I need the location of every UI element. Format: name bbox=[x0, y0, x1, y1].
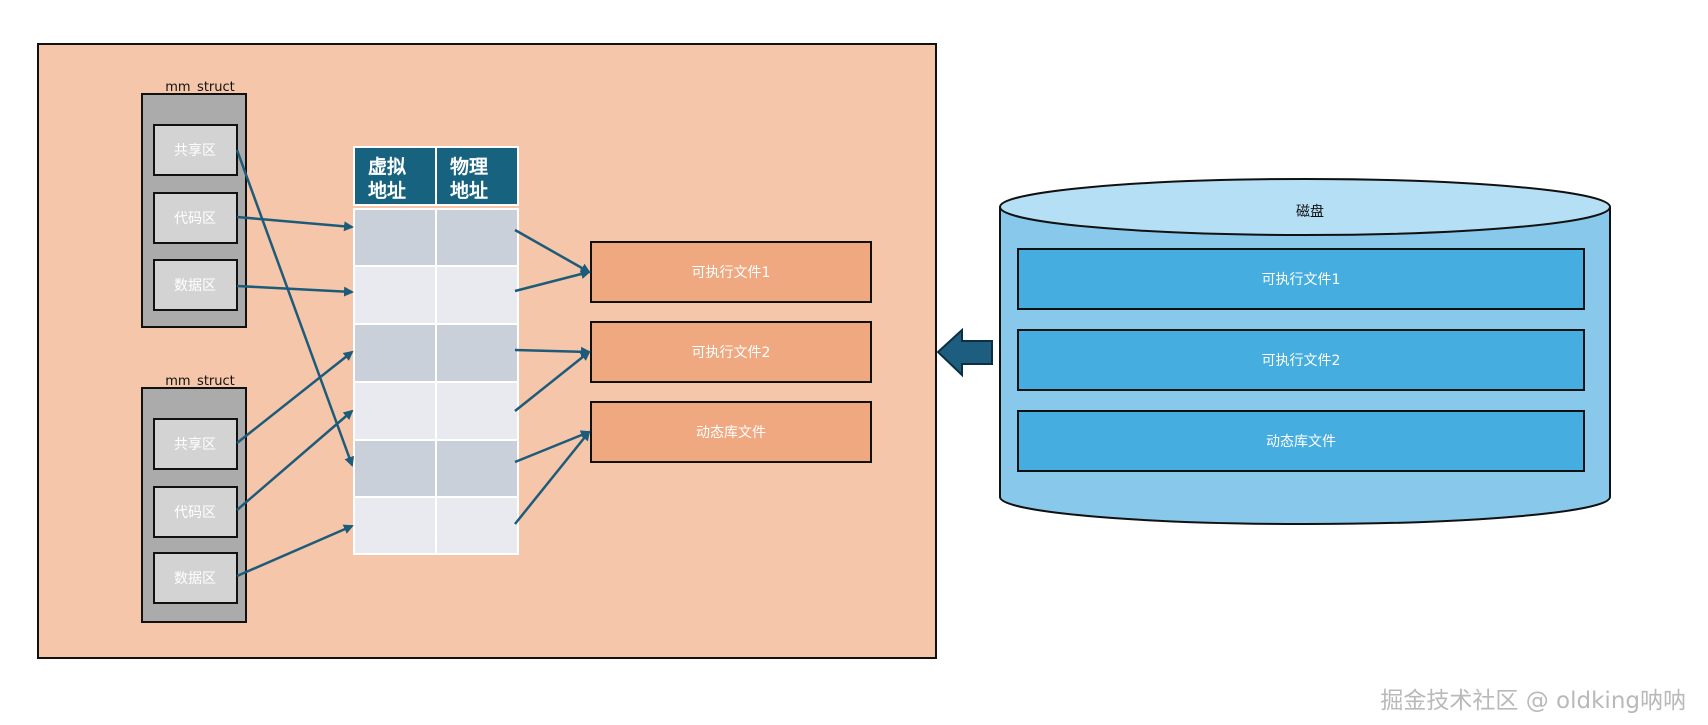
virtual-address-header-line1: 虚拟 bbox=[368, 155, 406, 178]
physical-address-header-line1: 物理 bbox=[450, 155, 488, 178]
page-table-row-2-physical bbox=[435, 265, 519, 325]
memory-file-3-label: 动态库文件 bbox=[696, 425, 766, 441]
mm-struct-2-data-label: 数据区 bbox=[174, 571, 216, 587]
page-table-row-6-physical bbox=[435, 496, 519, 555]
mm-struct-1-data bbox=[153, 259, 238, 311]
arrow-mm1-shared-to-row5 bbox=[235, 149, 354, 467]
memory-file-1-label: 可执行文件1 bbox=[692, 265, 771, 281]
disk-file-1-label: 可执行文件1 bbox=[1262, 272, 1341, 288]
mm-struct-2-shared bbox=[153, 418, 238, 470]
arrow-mm1-code-to-row1 bbox=[236, 215, 354, 232]
page-table-row-5-physical bbox=[435, 439, 519, 498]
page-table-row-2-virtual bbox=[353, 265, 437, 325]
mm-struct-1-shared-label: 共享区 bbox=[174, 142, 216, 159]
disk-file-1 bbox=[1017, 248, 1585, 310]
arrow-row5-to-file3 bbox=[514, 430, 591, 464]
arrow-row3-to-file2 bbox=[514, 346, 591, 357]
disk-top bbox=[999, 178, 1611, 236]
mm-struct-2-title: mm_struct bbox=[165, 374, 235, 389]
disk-file-2-label: 可执行文件2 bbox=[1262, 353, 1341, 369]
disk-file-2 bbox=[1017, 329, 1585, 391]
disk-label: 磁盘 bbox=[1296, 203, 1324, 220]
page-table-row-6-virtual bbox=[353, 496, 437, 555]
arrow-row6-to-file3 bbox=[514, 430, 591, 525]
page-table-header-virtual bbox=[353, 146, 437, 206]
mm-struct-2-shared-label: 共享区 bbox=[174, 436, 216, 453]
virtual-address-header-line2: 地址 bbox=[368, 179, 406, 202]
page-table-row-3-physical bbox=[435, 323, 519, 383]
disk: 磁盘 可执行文件1 可执行文件2 动态库文件 bbox=[999, 178, 1611, 525]
physical-address-header-line2: 地址 bbox=[450, 179, 488, 202]
page-table-row-1-physical bbox=[435, 208, 519, 267]
mm-struct-2-code bbox=[153, 486, 238, 538]
page-table-row-4-virtual bbox=[353, 381, 437, 441]
watermark: 掘金技术社区 @ oldking呐呐 bbox=[1380, 688, 1686, 714]
page-table-row-1-virtual bbox=[353, 208, 437, 267]
mm-struct-1-shared bbox=[153, 124, 238, 176]
page-table-row-5-virtual bbox=[353, 439, 437, 498]
page-table: 虚拟 地址 物理 地址 bbox=[353, 146, 519, 555]
mm-struct-2-code-label: 代码区 bbox=[174, 505, 216, 521]
load-arrow bbox=[936, 327, 993, 378]
memory-file-2-label: 可执行文件2 bbox=[692, 345, 771, 361]
arrow-row4-to-file2 bbox=[514, 350, 591, 412]
arrow-row2-to-file1 bbox=[514, 269, 591, 293]
disk-file-3 bbox=[1017, 410, 1585, 472]
memory-file-2 bbox=[590, 321, 872, 383]
mm-struct-2-data bbox=[153, 552, 238, 604]
arrow-row1-to-file1 bbox=[514, 228, 591, 274]
mm-struct-1-title: mm_struct bbox=[165, 80, 235, 95]
arrow-mm2-code-to-row4 bbox=[236, 409, 354, 511]
arrow-mm2-shared-to-row3 bbox=[236, 350, 354, 444]
memory-file-1 bbox=[590, 241, 872, 303]
arrow-mm2-data-to-row6 bbox=[236, 524, 354, 578]
disk-file-3-label: 动态库文件 bbox=[1266, 434, 1336, 450]
mm-struct-1-code-label: 代码区 bbox=[174, 211, 216, 227]
arrow-mm1-data-to-row2 bbox=[236, 284, 354, 297]
page-table-row-4-physical bbox=[435, 381, 519, 441]
page-table-header-physical bbox=[435, 146, 519, 206]
page-table-row-3-virtual bbox=[353, 323, 437, 383]
mm-struct-1-data-label: 数据区 bbox=[174, 278, 216, 294]
memory-file-3 bbox=[590, 401, 872, 463]
